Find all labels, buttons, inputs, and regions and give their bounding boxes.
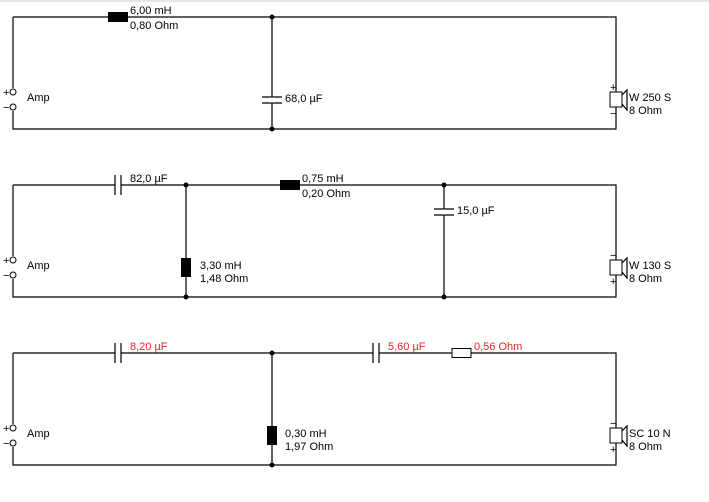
capacitor-value: 5,60 µF [388,341,426,353]
inductor-l2[interactable]: 0,75 mH 0,20 Ohm [280,173,350,200]
inductor-resistance: 1,48 Ohm [200,273,248,285]
capacitor-value: 8,20 µF [130,341,168,353]
inductor-value: 6,00 mH [130,5,172,17]
inductor-l1[interactable]: 0,30 mH 1,97 Ohm [267,350,333,468]
capacitor-c1[interactable]: 82,0 µF [114,173,168,195]
circuit-tweeter: + − Amp 8,20 µF 0,30 mH 1,97 Ohm 5,60 µF… [3,341,671,468]
capacitor-c1[interactable]: 8,20 µF [114,341,168,363]
wire [12,16,617,130]
inductor-value: 3,30 mH [200,260,242,272]
inductor-l1[interactable]: 3,30 mH 1,48 Ohm [181,182,248,300]
wire [12,352,617,466]
resistor-value: 0,56 Ohm [474,341,522,353]
amp-terminals: + − Amp [3,255,50,282]
amp-plus: + [3,87,9,99]
amp-label: Amp [27,92,50,104]
speaker-impedance: 8 Ohm [629,441,662,453]
speaker-w130s[interactable]: − + W 130 S 8 Ohm [609,250,671,288]
speaker-impedance: 8 Ohm [629,273,662,285]
capacitor-c2[interactable]: 15,0 µF [434,182,495,300]
inductor-resistance: 0,20 Ohm [302,188,350,200]
capacitor-value: 15,0 µF [457,205,495,217]
inductor-resistance: 1,97 Ohm [285,441,333,453]
inductor-value: 0,30 mH [285,428,327,440]
speaker-top-polarity: − [610,418,616,430]
amp-label: Amp [27,428,50,440]
speaker-bottom-polarity: + [610,276,616,288]
inductor-value: 0,75 mH [302,173,344,185]
circuit-midrange: + − Amp 82,0 µF 3,30 mH 1,48 Ohm 0,75 mH… [3,173,671,300]
resistor-r1[interactable]: 0,56 Ohm [451,341,522,358]
circuit-woofer: + − Amp 6,00 mH 0,80 Ohm 68,0 µF + − W 2… [3,5,671,132]
capacitor-c1[interactable]: 68,0 µF [262,14,323,132]
amp-minus: − [3,270,9,282]
amp-terminals: + − Amp [3,87,50,114]
speaker-top-polarity: + [610,82,616,94]
amp-terminals: + − Amp [3,423,50,450]
speaker-sc10n[interactable]: − + SC 10 N 8 Ohm [609,418,671,456]
capacitor-c2[interactable]: 5,60 µF [372,341,426,363]
capacitor-value: 68,0 µF [285,93,323,105]
wire [12,184,617,298]
amp-plus: + [3,255,9,267]
speaker-impedance: 8 Ohm [629,105,662,117]
speaker-name: W 130 S [629,260,671,272]
speaker-name: W 250 S [629,92,671,104]
amp-minus: − [3,438,9,450]
speaker-name: SC 10 N [629,428,671,440]
amp-label: Amp [27,260,50,272]
speaker-w250s[interactable]: + − W 250 S 8 Ohm [609,82,671,120]
amp-minus: − [3,102,9,114]
speaker-bottom-polarity: + [610,444,616,456]
capacitor-value: 82,0 µF [130,173,168,185]
speaker-top-polarity: − [610,250,616,262]
inductor-l1[interactable]: 6,00 mH 0,80 Ohm [108,5,178,32]
speaker-bottom-polarity: − [610,108,616,120]
window-top-border [0,0,709,2]
amp-plus: + [3,423,9,435]
inductor-resistance: 0,80 Ohm [130,20,178,32]
